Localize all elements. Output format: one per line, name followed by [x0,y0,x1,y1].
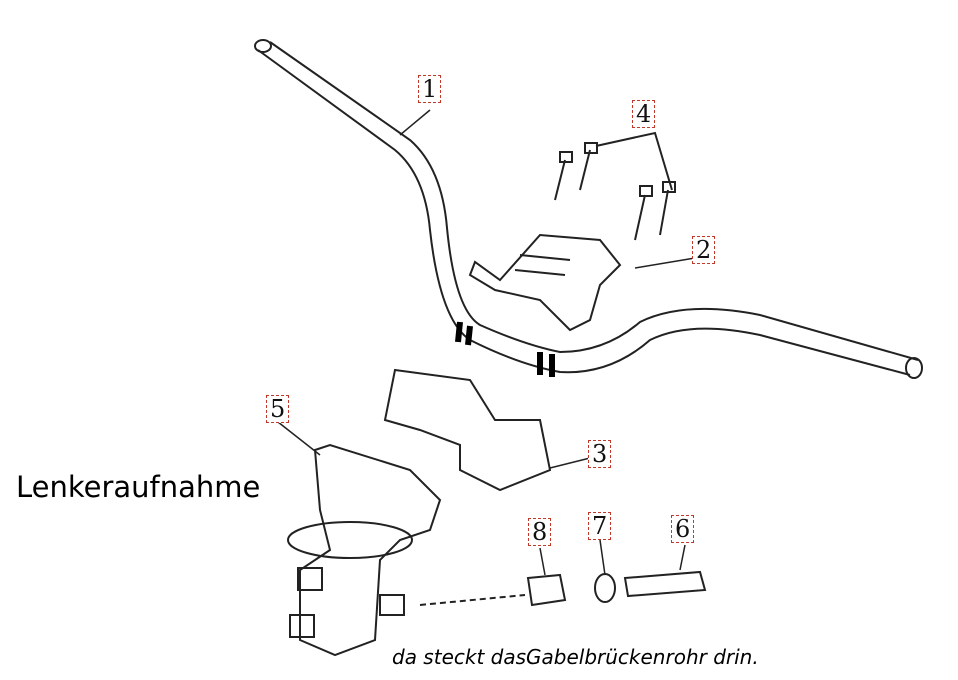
upper-clamp [468,233,622,332]
leader-lines [277,109,696,576]
lower-clamp [383,368,552,492]
callout-2: 2 [692,236,716,264]
callout-4: 4 [632,100,656,128]
bolts-4 [554,131,676,241]
callout-8: 8 [528,518,552,546]
callout-6: 6 [671,515,695,543]
bottom-note: da steckt dasGabelbrückenrohr drin. [392,645,759,669]
small-parts [419,570,707,607]
callout-3: 3 [588,440,612,468]
callout-5: 5 [266,395,290,423]
callout-7: 7 [588,512,612,540]
handlebar [254,39,923,379]
handlebar-mount-label: Lenkeraufnahme [16,470,261,504]
callout-1: 1 [418,75,442,103]
handlebar-mount [287,443,442,657]
